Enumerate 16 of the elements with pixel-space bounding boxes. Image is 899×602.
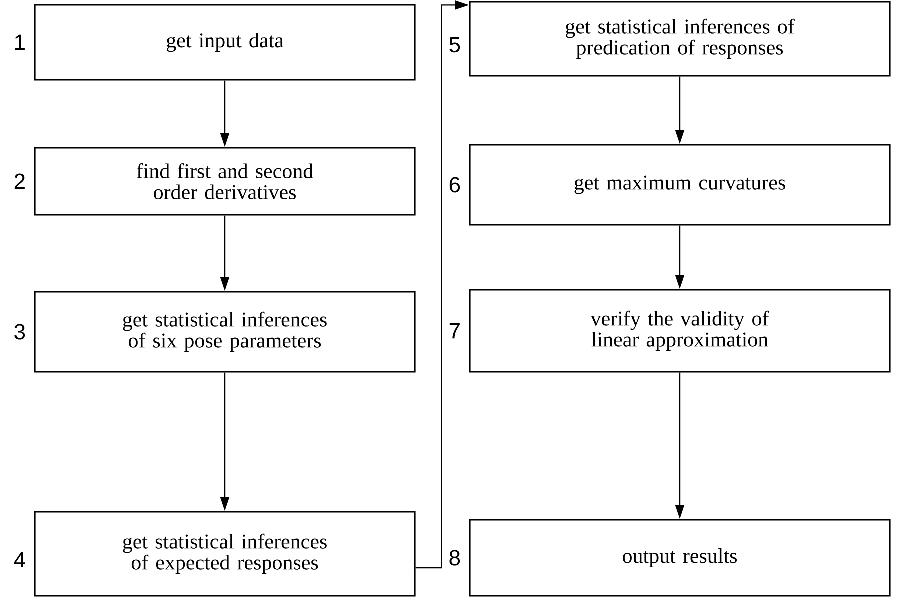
process-box: get maximum curvatures — [469, 144, 891, 226]
process-box: output results — [469, 519, 891, 597]
step-number: 4 — [14, 552, 26, 568]
process-box: get statistical inferences of expected responses — [34, 511, 416, 597]
step-number: 8 — [450, 550, 460, 566]
process-box: get statistical inferences of predication of responses — [469, 1, 891, 77]
step-number: 1 — [15, 34, 25, 50]
step-number: 7 — [450, 323, 460, 339]
step-number: 2 — [14, 174, 25, 190]
process-box: get input data — [34, 4, 416, 81]
process-box: get statistical inferences of six pose parameters — [34, 291, 416, 373]
step-number: 5 — [450, 37, 460, 53]
process-box: find first and second order derivatives — [34, 147, 416, 216]
step-number: 6 — [450, 177, 460, 193]
step-number: 3 — [14, 324, 26, 340]
process-box: verify the validity of linear approximation — [469, 289, 891, 373]
